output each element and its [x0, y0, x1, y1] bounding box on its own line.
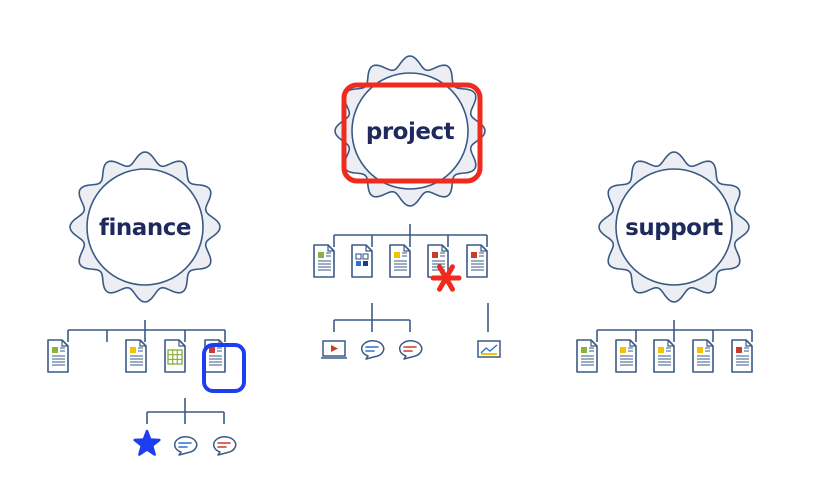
doc-icon[interactable] [125, 339, 147, 373]
doc-icon[interactable] [466, 244, 488, 278]
doc-icon[interactable] [615, 339, 637, 373]
tree-lines-support [596, 320, 753, 342]
cluster-finance: finance [47, 151, 246, 456]
doc-icon[interactable] [576, 339, 598, 373]
highlight-box-blue [202, 343, 246, 393]
doc-icon[interactable] [389, 244, 411, 278]
asterisk-mark [430, 264, 462, 292]
tree-lines-project [333, 224, 489, 332]
badge-label-project: project [366, 119, 455, 145]
badge-finance-inner [86, 168, 204, 286]
doc-icon[interactable] [731, 339, 753, 373]
comment-icon[interactable] [399, 340, 423, 360]
spreadsheet-icon[interactable] [164, 339, 186, 373]
video-icon[interactable] [321, 340, 347, 359]
badge-label-finance: finance [99, 215, 191, 241]
badge-label-support: support [625, 215, 723, 241]
doc-icon[interactable] [692, 339, 714, 373]
highlight-box-red [341, 82, 483, 184]
comment-icon[interactable] [361, 340, 385, 360]
tree-lines-finance [67, 320, 226, 424]
comment-icon[interactable] [174, 436, 198, 456]
cluster-project: project [313, 55, 501, 360]
doc-icon[interactable] [313, 244, 335, 278]
badge-support-inner [615, 168, 733, 286]
star-icon[interactable] [133, 429, 161, 456]
badge-project-inner [351, 72, 469, 190]
doc-icon[interactable] [653, 339, 675, 373]
doc-icon[interactable] [47, 339, 69, 373]
cluster-support: support [576, 151, 753, 373]
comment-icon[interactable] [213, 436, 237, 456]
chart-icon[interactable] [477, 340, 501, 358]
grid-doc-icon[interactable] [351, 244, 373, 278]
